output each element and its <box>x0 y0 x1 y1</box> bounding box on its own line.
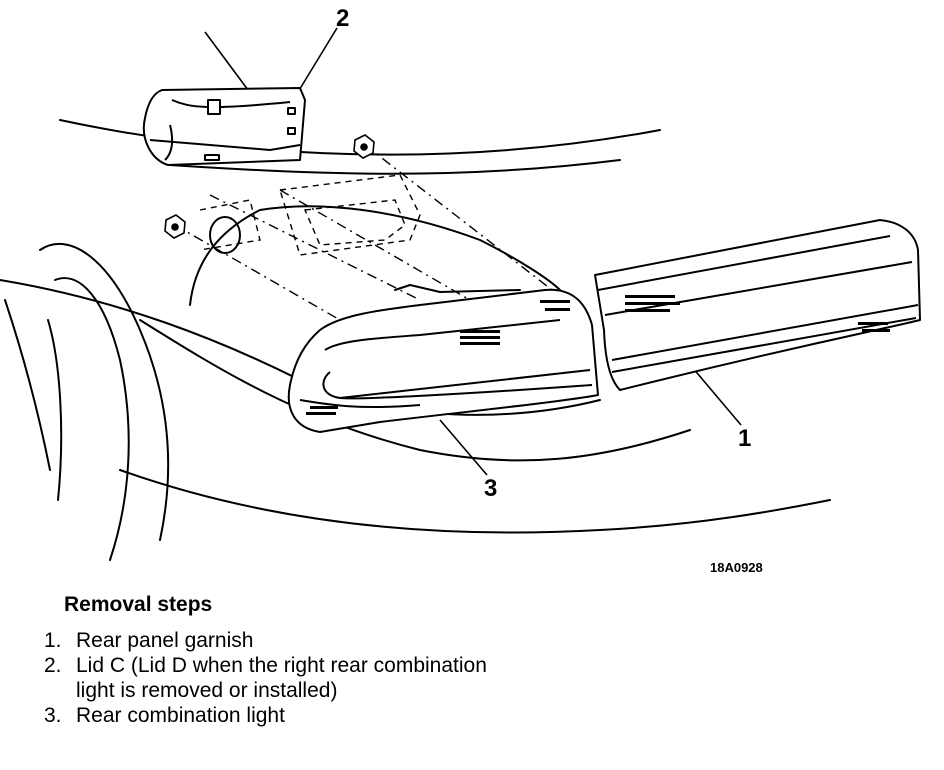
callout-2: 2 <box>336 5 349 32</box>
fender-edge <box>4 299 51 471</box>
step-number: 3. <box>44 704 62 727</box>
wheel-arch <box>39 243 170 541</box>
leader-line-2 <box>297 27 338 93</box>
lid-part <box>142 87 306 166</box>
removal-steps: Removal steps 1. Rear panel garnish 2. L… <box>44 592 504 728</box>
tyre-inner <box>47 319 63 501</box>
leader-line-3 <box>439 419 488 476</box>
assembly-line <box>364 144 566 301</box>
step-item: 1. Rear panel garnish <box>44 628 504 653</box>
opening-step <box>394 284 521 293</box>
rear-combination-light <box>287 288 599 433</box>
step-number: 2. <box>44 654 62 677</box>
callout-3: 3 <box>484 475 497 502</box>
parts-diagram: 2 1 3 18A0928 <box>0 5 921 575</box>
removal-steps-title: Removal steps <box>64 593 213 616</box>
step-number: 1. <box>44 629 62 652</box>
lid-recess <box>279 174 421 256</box>
step-text: Rear panel garnish <box>76 629 254 652</box>
assembly-line <box>209 194 421 301</box>
assembly-line <box>279 189 471 301</box>
nut <box>164 214 186 239</box>
trunk-lid-line <box>59 119 661 156</box>
leader-line-1 <box>691 366 742 426</box>
bumper-line <box>139 319 691 462</box>
tyre <box>54 277 130 561</box>
opening-hole <box>209 216 241 254</box>
callout-1: 1 <box>738 425 751 452</box>
deck-edge-line <box>169 159 621 175</box>
figure-id: 18A0928 <box>710 560 763 575</box>
hidden-edge <box>199 199 261 251</box>
nut <box>353 134 375 159</box>
lid-recess-inner <box>303 199 406 246</box>
step-item: 3. Rear combination light <box>44 703 504 728</box>
rear-panel-garnish <box>594 219 921 391</box>
assembly-line <box>174 224 341 321</box>
step-item: 2. Lid C (Lid D when the right rear comb… <box>44 653 504 703</box>
step-text: Rear combination light <box>76 704 285 727</box>
body-lower-line <box>119 469 831 534</box>
step-text: Lid C (Lid D when the right rear combina… <box>76 654 487 702</box>
